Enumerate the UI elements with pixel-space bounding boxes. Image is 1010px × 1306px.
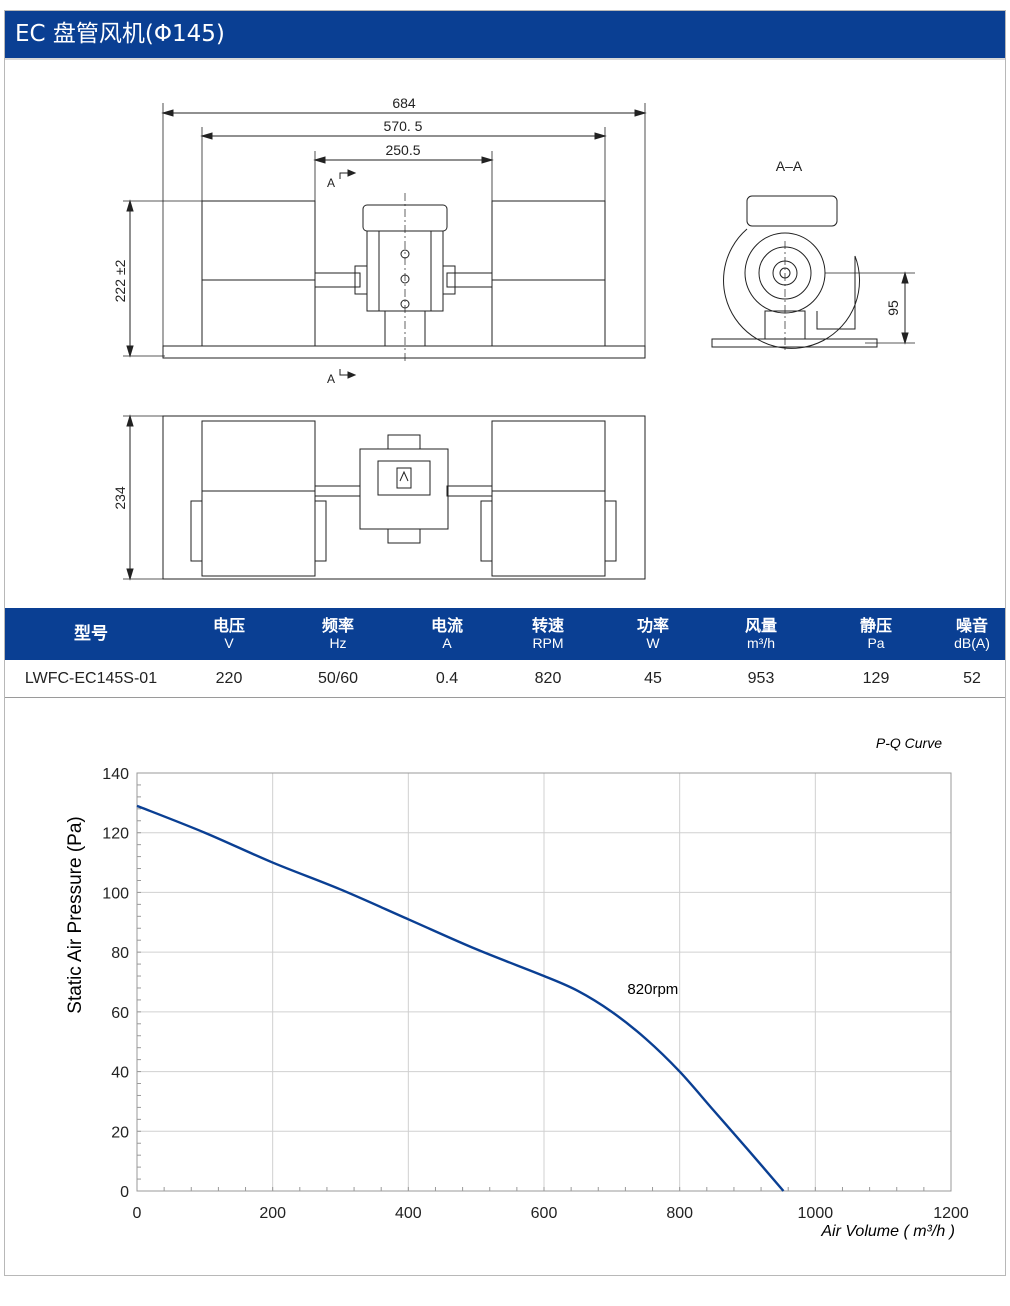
- table-cell-2: 50/60: [317, 669, 359, 687]
- x-tick-label: 0: [133, 1205, 142, 1222]
- section-housing: [723, 228, 860, 349]
- y-tick-label: 0: [120, 1184, 129, 1201]
- chart-grid: [136, 772, 952, 1192]
- dimension-label-wheels: 570. 5: [384, 118, 423, 134]
- table-cell-3: 0.4: [435, 669, 459, 687]
- y-tick-label: 60: [111, 1005, 129, 1022]
- dimension-label-shaft: 95: [885, 300, 901, 316]
- y-axis-label: Static Air Pressure (Pa): [65, 816, 86, 1013]
- table-cell-8: 52: [963, 669, 981, 687]
- series-line-820rpm: [136, 804, 785, 1192]
- table-cell-7: 129: [862, 669, 890, 687]
- y-tick-label: 140: [102, 766, 129, 783]
- section-motor-cap: [746, 195, 838, 227]
- column-header-label: 电压: [212, 616, 245, 635]
- dimension-label-height: 222 ±2: [112, 259, 128, 302]
- y-tick-label: 40: [111, 1065, 129, 1082]
- x-tick-label: 400: [395, 1205, 422, 1222]
- y-tick-label: 120: [102, 826, 129, 843]
- cut-mark-bottom: A: [327, 372, 335, 386]
- column-header-label: 电流: [430, 616, 463, 635]
- dimension-label-depth: 234: [112, 486, 128, 510]
- cut-mark-top: A: [327, 176, 335, 190]
- column-header-label: 静压: [859, 616, 892, 635]
- top-view-plate: [162, 415, 646, 580]
- chart-title: P-Q Curve: [876, 735, 942, 751]
- spec-sheet: EC 盘管风机(Φ145): [4, 10, 1006, 1276]
- section-view-label: A–A: [776, 158, 803, 174]
- column-header-unit: V: [224, 635, 234, 651]
- table-cell-0: LWFC-EC145S-01: [24, 669, 158, 687]
- base-plate: [162, 345, 646, 359]
- blower-wheel-left: [201, 200, 316, 347]
- column-header-label: 噪音: [955, 616, 988, 635]
- engineering-drawing: 684 570. 5 250.5 222 ±2 234 95 A–A A A: [112, 95, 915, 581]
- series-label: 820rpm: [627, 981, 678, 998]
- column-header-unit: Pa: [867, 635, 885, 651]
- x-tick-label: 1200: [933, 1205, 969, 1222]
- column-header-label: 功率: [636, 616, 669, 635]
- blower-wheel-right: [491, 200, 606, 347]
- table-cell-4: 820: [534, 669, 562, 687]
- top-view-wheel-left: [201, 420, 316, 577]
- column-header-label: 转速: [531, 616, 564, 635]
- column-header-unit: A: [442, 635, 452, 651]
- table-cell-1: 220: [215, 669, 243, 687]
- page-title: EC 盘管风机(Φ145): [5, 11, 1005, 58]
- table-cell-5: 45: [644, 669, 662, 687]
- dimension-label-motor: 250.5: [385, 142, 420, 158]
- y-tick-label: 100: [102, 885, 129, 902]
- dimension-label-overall: 684: [392, 95, 416, 111]
- x-tick-label: 800: [666, 1205, 693, 1222]
- y-tick-label: 80: [111, 945, 129, 962]
- column-header-unit: dB(A): [954, 635, 990, 651]
- table-cell-6: 953: [747, 669, 775, 687]
- x-tick-label: 200: [259, 1205, 286, 1222]
- header-divider: [5, 58, 1005, 60]
- chart-ticks: 0 200 400 600 800 1000 1200 0 20 40 60 80 100 120 140: [102, 766, 969, 1222]
- x-tick-label: 1000: [798, 1205, 834, 1222]
- column-header-unit: RPM: [532, 635, 564, 651]
- column-header-unit: W: [646, 635, 660, 651]
- column-header-0: 型号: [5, 608, 177, 660]
- column-header-unit: m³/h: [747, 635, 775, 651]
- x-axis-label: Air Volume ( m³/h ): [820, 1223, 955, 1240]
- spec-table-row: LWFC-EC145S-01 220 50/60 0.4 820 45 953 129 52: [5, 660, 1005, 698]
- section-base: [711, 338, 878, 348]
- x-tick-label: 600: [531, 1205, 558, 1222]
- column-header-unit: Hz: [329, 635, 347, 651]
- y-tick-label: 20: [111, 1124, 129, 1141]
- top-view-wheel-right: [491, 420, 606, 577]
- column-header-label: 风量: [744, 616, 777, 635]
- column-header-label: 频率: [321, 616, 354, 635]
- column-header-label: 型号: [74, 623, 108, 644]
